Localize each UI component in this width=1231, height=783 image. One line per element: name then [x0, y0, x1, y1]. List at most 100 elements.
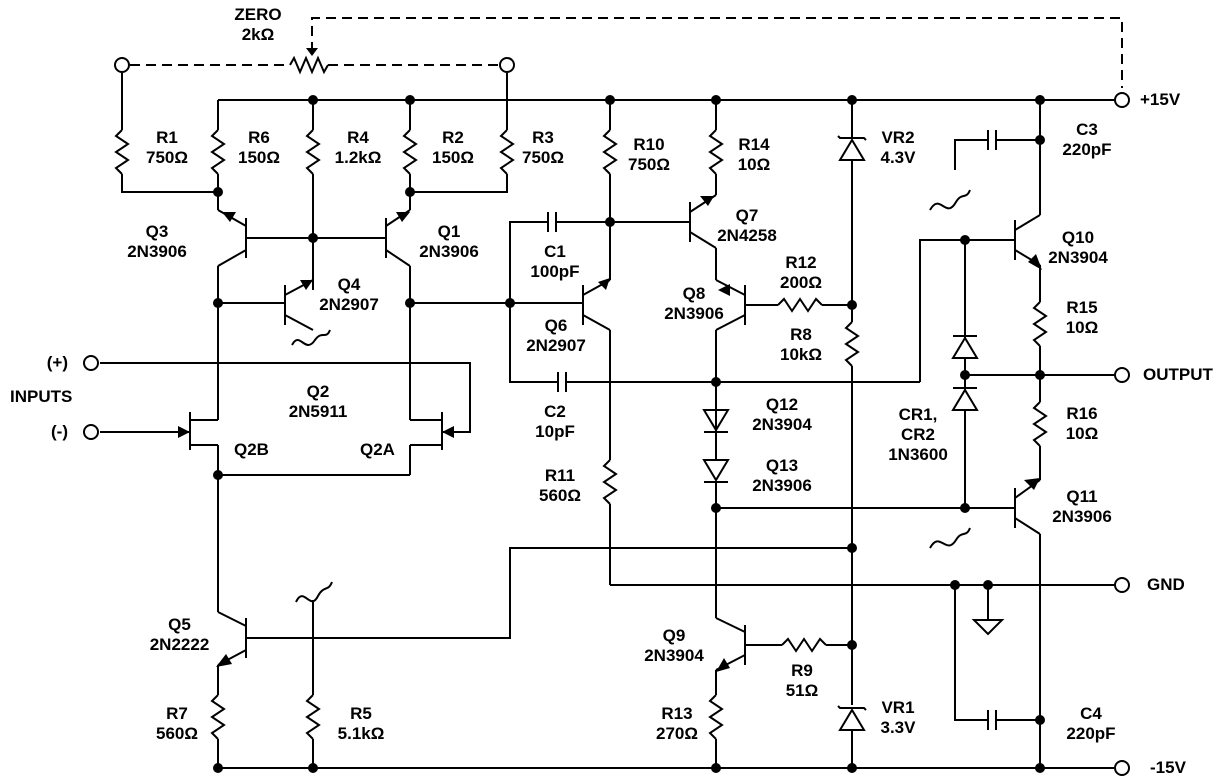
c1-name: C1 [544, 242, 566, 261]
r15-resistor [1032, 301, 1048, 402]
r5-resistor [305, 600, 321, 768]
q5-transistor [216, 547, 852, 695]
r3-resistor [410, 129, 515, 193]
r8-name: R8 [790, 325, 812, 344]
r10-resistor [602, 100, 690, 280]
r3-value: 750Ω [522, 148, 564, 167]
q2-jfet-pair [100, 362, 471, 612]
c4-value: 220pF [1066, 724, 1116, 743]
q3-name: Q3 [145, 222, 169, 241]
input-minus-label: (-) [51, 422, 68, 441]
r7-resistor [210, 694, 226, 768]
zero-pot-value: 2kΩ [241, 25, 275, 44]
zero-pot-name: ZERO [234, 5, 282, 24]
c3-value: 220pF [1062, 140, 1112, 159]
plus-15v-label: +15V [1140, 90, 1181, 109]
q6-part: 2N2907 [526, 336, 586, 355]
q8-transistor [715, 279, 778, 400]
vr1-value: 3.3V [880, 718, 916, 737]
q3-part: 2N3906 [127, 242, 187, 261]
q12-diode [702, 400, 730, 460]
q10-transistor [1014, 100, 1042, 302]
q7-name: Q7 [735, 206, 759, 225]
r9-resistor [781, 637, 852, 653]
r1-name: R1 [156, 128, 178, 147]
r11-name: R11 [544, 466, 576, 485]
r14-value: 10Ω [737, 155, 771, 174]
q4-name: Q4 [337, 275, 361, 294]
q2b-label: Q2B [234, 440, 269, 459]
c2-name: C2 [544, 402, 566, 421]
gnd-wire [610, 584, 1114, 636]
zero-pot [121, 17, 1123, 130]
q8-part: 2N3906 [664, 304, 724, 323]
q2-name: Q2 [306, 382, 330, 401]
q6-name: Q6 [544, 316, 568, 335]
r14-resistor [708, 100, 724, 195]
inputs-label: INPUTS [10, 387, 73, 406]
r9-value: 51Ω [785, 681, 819, 700]
input-plus-label: (+) [46, 353, 68, 372]
q9-transistor [715, 617, 782, 695]
q9-part: 2N3904 [644, 646, 704, 665]
q7-transistor [689, 194, 717, 280]
q1-part: 2N3906 [419, 242, 479, 261]
q10-name: Q10 [1061, 228, 1095, 247]
r11-value: 560Ω [539, 486, 581, 505]
r2-name: R2 [442, 128, 464, 147]
c4-name: C4 [1080, 704, 1102, 723]
r2-value: 150Ω [432, 148, 474, 167]
r7-name: R7 [166, 704, 188, 723]
vr2-zener [837, 100, 867, 305]
q2a-label: Q2A [360, 440, 395, 459]
cr2-name: CR2 [900, 425, 935, 444]
r4-value: 1.2kΩ [334, 148, 382, 167]
r16-value: 10Ω [1065, 424, 1099, 443]
r4-resistor [305, 100, 321, 290]
q11-part: 2N3906 [1052, 507, 1112, 526]
terminals [83, 57, 1130, 776]
vr2-value: 4.3V [880, 148, 916, 167]
r13-name: R13 [661, 704, 693, 723]
r10-value: 750Ω [628, 155, 670, 174]
r9-name: R9 [791, 661, 813, 680]
q1-name: Q1 [437, 222, 461, 241]
r13-value: 270Ω [656, 724, 698, 743]
r8-value: 10kΩ [780, 345, 822, 364]
q10-base-wire [919, 239, 1015, 382]
q8-name: Q8 [682, 284, 706, 303]
r12-value: 200Ω [780, 273, 822, 292]
cr-part: 1N3600 [888, 445, 948, 464]
r11-resistor [602, 459, 618, 585]
c1-value: 100pF [530, 262, 580, 281]
output-label: OUTPUT [1143, 365, 1213, 384]
c4-capacitor [954, 585, 1040, 730]
r15-name: R15 [1066, 298, 1098, 317]
r7-value: 560Ω [156, 724, 198, 743]
